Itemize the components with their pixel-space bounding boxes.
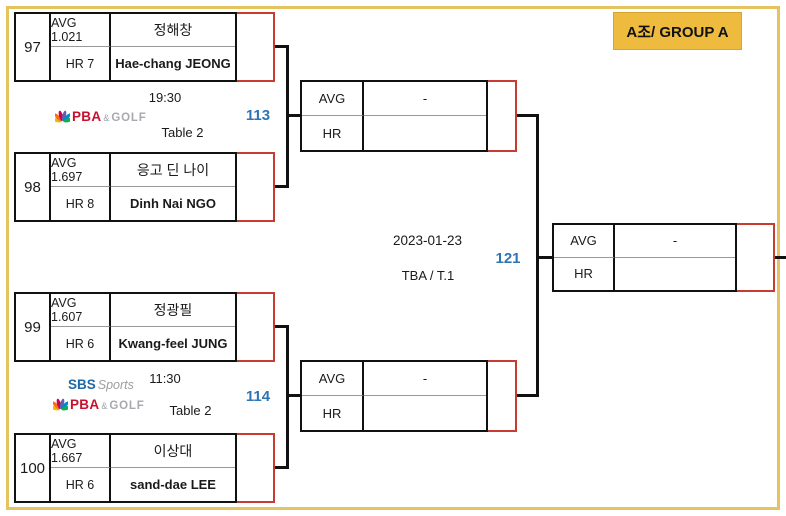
player-hr: HR 6 [51, 468, 111, 501]
score-avg-label: AVG [302, 82, 364, 116]
player-avg: AVG 1.021 [51, 14, 111, 47]
player-name-en: sand-dae LEE [130, 477, 216, 492]
player-name-kr: 정해창 [111, 14, 235, 47]
match-time: 19:30 [148, 90, 182, 105]
pba-amp-text: & [103, 113, 110, 123]
player-hr: HR 7 [51, 47, 111, 80]
score-hr-value [615, 258, 735, 291]
broadcaster-logo-pba-golf: PBA&GOLF [53, 396, 145, 412]
score-avg-value: - [364, 362, 486, 396]
bracket-line [286, 45, 289, 188]
bracket-line [517, 394, 539, 397]
score-box-114: AVG - HR [300, 360, 488, 432]
score-hr-label: HR [302, 116, 364, 150]
player-avg: AVG 1.667 [51, 435, 111, 468]
player-name-kr: 응고 딘 나이 [111, 154, 235, 187]
nbc-peacock-icon [55, 110, 70, 123]
score-hr-label: HR [554, 257, 615, 290]
winner-slot [737, 223, 775, 292]
bracket-line [275, 466, 289, 469]
match-number-121: 121 [495, 250, 521, 267]
score-hr-label: HR [302, 396, 364, 430]
player-box-99: 99 AVG 1.607 정광필 HR 6 Kwang-feel JUNG [14, 292, 237, 362]
winner-slot [488, 360, 517, 432]
seed-number: 98 [16, 154, 51, 220]
score-avg-value: - [364, 82, 486, 116]
match-table: Table 2 [169, 403, 212, 418]
final-venue: TBA / T.1 [401, 268, 455, 283]
broadcaster-logo-pba-golf: PBA&GOLF [55, 108, 147, 124]
match-number-113: 113 [245, 107, 271, 124]
player-box-97: 97 AVG 1.021 정해창 HR 7 Hae-chang JEONG [14, 12, 237, 82]
bracket-line [539, 256, 552, 259]
score-avg-label: AVG [302, 362, 364, 396]
score-avg-label: AVG [554, 225, 615, 258]
bracket-line [289, 394, 300, 397]
winner-slot [237, 152, 275, 222]
nbc-peacock-icon [53, 398, 68, 411]
winner-slot [488, 80, 517, 152]
score-box-121: AVG - HR [552, 223, 737, 292]
golf-logo-text: GOLF [111, 112, 147, 124]
seed-number: 99 [16, 294, 51, 360]
score-box-113: AVG - HR [300, 80, 488, 152]
score-avg-value: - [615, 225, 735, 258]
player-name-kr: 이상대 [111, 435, 235, 468]
bracket-line [275, 325, 289, 328]
bracket-line [286, 325, 289, 469]
broadcaster-logo-sbs-sports: SBS Sports [68, 377, 134, 392]
player-name-en: Dinh Nai NGO [130, 196, 216, 211]
bracket-line [775, 256, 786, 259]
player-name-en: Kwang-feel JUNG [118, 336, 228, 351]
bracket-line [517, 114, 539, 117]
match-table: Table 2 [161, 125, 204, 140]
bracket-line [536, 114, 539, 397]
player-hr: HR 8 [51, 187, 111, 220]
score-hr-value [364, 116, 486, 150]
player-name-kr: 정광필 [111, 294, 235, 327]
seed-number: 100 [16, 435, 51, 501]
score-hr-value [364, 396, 486, 430]
bracket-line [275, 45, 289, 48]
final-date: 2023-01-23 [392, 233, 463, 248]
group-badge-label: A조/ GROUP A [626, 23, 729, 41]
player-hr: HR 6 [51, 327, 111, 360]
match-time: 11:30 [149, 371, 181, 386]
player-name-en: Hae-chang JEONG [115, 56, 231, 71]
winner-slot [237, 292, 275, 362]
sbs-logo-text: SBS [68, 377, 96, 392]
player-box-100: 100 AVG 1.667 이상대 HR 6 sand-dae LEE [14, 433, 237, 503]
sbs-sports-text: Sports [97, 378, 134, 392]
bracket-line [275, 185, 289, 188]
player-avg: AVG 1.697 [51, 154, 111, 187]
winner-slot [237, 12, 275, 82]
bracket-line [289, 114, 300, 117]
pba-amp-text: & [101, 401, 108, 411]
winner-slot [237, 433, 275, 503]
seed-number: 97 [16, 14, 51, 80]
golf-logo-text: GOLF [109, 400, 145, 412]
group-badge: A조/ GROUP A [613, 12, 742, 50]
player-avg: AVG 1.607 [51, 294, 111, 327]
pba-logo-text: PBA [70, 397, 100, 412]
match-number-114: 114 [245, 388, 271, 405]
pba-logo-text: PBA [72, 109, 102, 124]
player-box-98: 98 AVG 1.697 응고 딘 나이 HR 8 Dinh Nai NGO [14, 152, 237, 222]
